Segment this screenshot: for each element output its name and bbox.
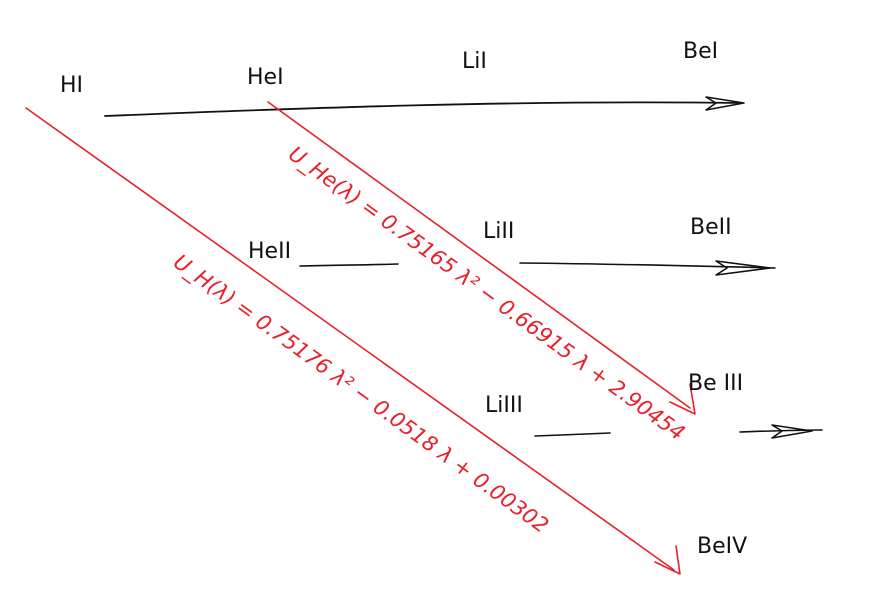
h-diagonal-arrowhead [654, 545, 681, 575]
red-arrows [25, 101, 696, 575]
row1-arrow-line [104, 101, 743, 117]
label-be3: Be III [688, 371, 743, 396]
h-diagonal-line [25, 107, 675, 571]
row2-arrowhead [715, 260, 771, 276]
he-diagonal-line [267, 101, 691, 409]
label-he1: HeI [247, 65, 284, 90]
label-li3: LiIII [485, 393, 523, 418]
label-li1: LiI [462, 49, 487, 74]
black-arrows [104, 96, 823, 439]
species-labels: HI HeI LiI BeI HeII LiII BeII LiIII Be I… [60, 39, 747, 559]
label-be4: BeIV [697, 534, 747, 559]
label-be1: BeI [683, 39, 718, 64]
label-li2: LiII [483, 219, 514, 244]
label-h1: HI [60, 73, 83, 98]
row3-arrow-line-a [534, 432, 611, 437]
row1-arrowhead [705, 96, 745, 111]
label-he2: HeII [248, 239, 291, 264]
label-be2: BeII [690, 215, 732, 240]
row3-arrowhead [771, 424, 813, 439]
he-diagonal-arrowhead [669, 383, 696, 415]
row2-arrow-line-b [519, 262, 776, 269]
row2-arrow-line-a [299, 263, 399, 267]
